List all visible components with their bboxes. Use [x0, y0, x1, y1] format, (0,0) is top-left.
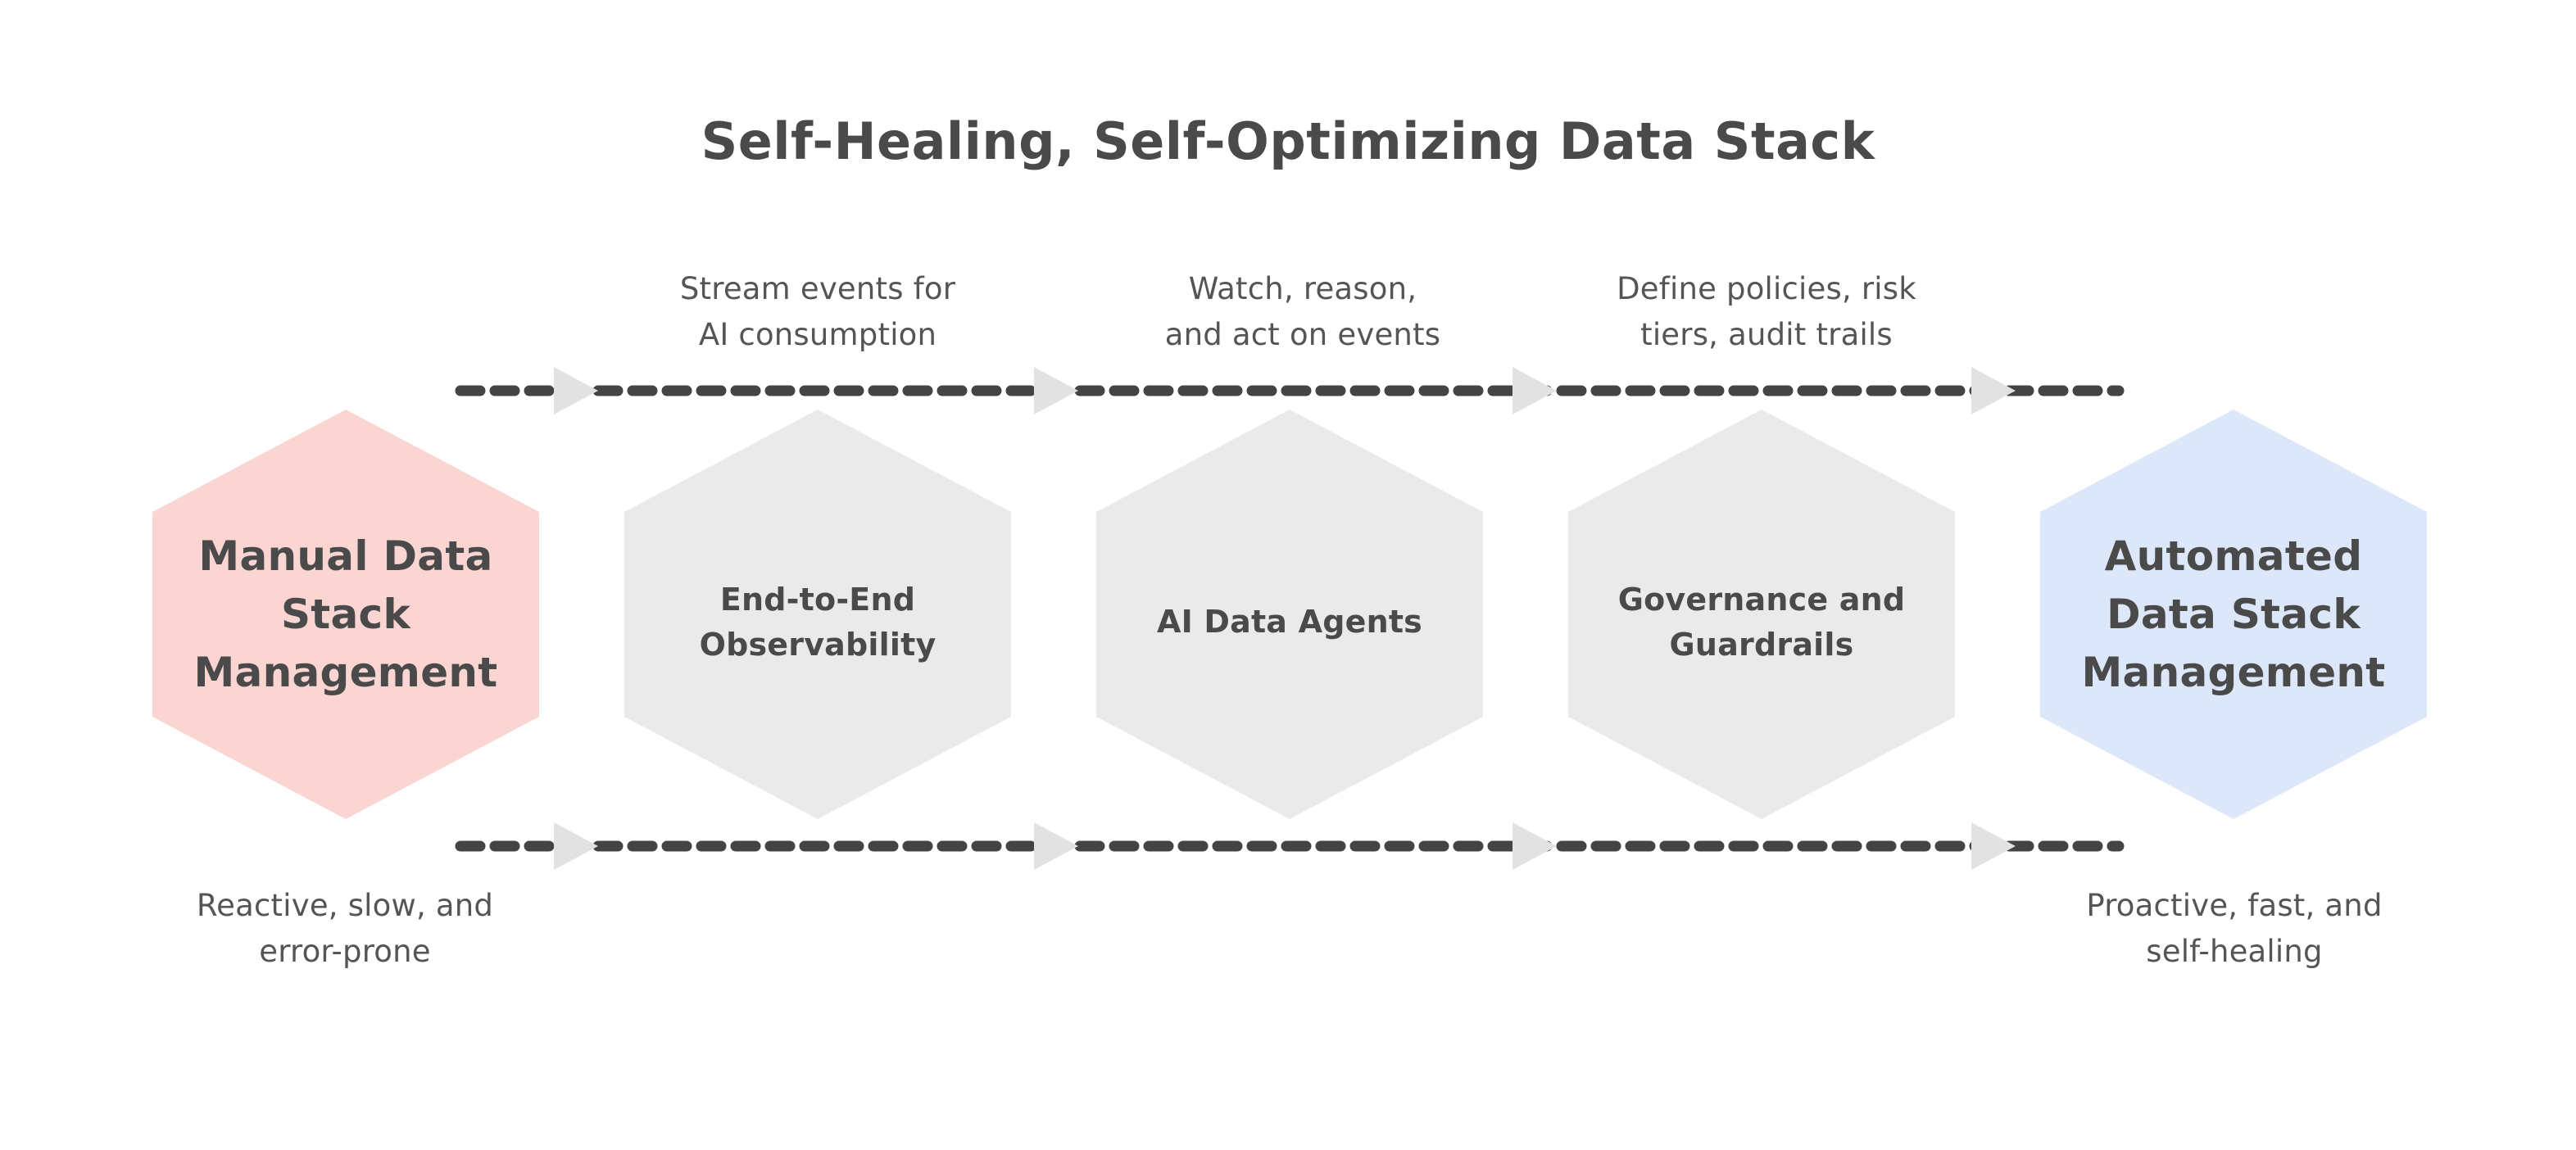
step-note-stream: Stream events for AI consumption	[605, 266, 1031, 357]
top-rail-arrow-2	[1034, 367, 1078, 414]
top-rail-arrow-3	[1512, 367, 1557, 414]
hex-node-manual-line-1: Manual Data	[198, 532, 493, 580]
top-rail-arrow-1	[554, 367, 598, 414]
step-note-stream-line-1: Stream events for	[679, 271, 956, 306]
step-note-governance: Define policies, risk tiers, audit trail…	[1553, 266, 1980, 357]
bottom-rail-arrow-4	[1971, 822, 2016, 870]
end-caption-right: Proactive, fast, and self-healing	[2001, 883, 2468, 974]
step-note-governance-line-1: Define policies, risk	[1617, 271, 1916, 306]
end-caption-left-line-2: error-prone	[259, 933, 431, 969]
hex-node-observability-line-2: Observability	[699, 627, 937, 663]
hex-node-governance[interactable]: Governance and Guardrails	[1568, 410, 1955, 819]
hex-node-observability[interactable]: End-to-End Observability	[624, 410, 1011, 819]
hex-node-automated[interactable]: Automated Data Stack Management	[2040, 410, 2427, 819]
page-title: Self-Healing, Self-Optimizing Data Stack	[701, 111, 1875, 171]
hex-node-automated-line-3: Management	[2081, 648, 2386, 696]
step-note-stream-line-2: AI consumption	[698, 316, 937, 352]
hex-node-manual[interactable]: Manual Data Stack Management	[152, 410, 539, 819]
hex-node-manual-line-2: Stack	[280, 590, 411, 638]
end-caption-right-line-2: self-healing	[2146, 933, 2323, 969]
hex-node-observability-line-1: End-to-End	[719, 581, 916, 618]
hex-node-manual-line-3: Management	[193, 648, 498, 696]
step-note-watch-line-1: Watch, reason,	[1188, 271, 1417, 306]
hex-node-manual-label: Manual Data Stack Management	[152, 527, 539, 702]
bottom-rail-arrow-3	[1512, 822, 1557, 870]
end-caption-left-line-1: Reactive, slow, and	[196, 888, 494, 923]
step-note-watch: Watch, reason, and act on events	[1090, 266, 1516, 357]
hex-node-automated-line-1: Automated	[2104, 532, 2363, 580]
hex-node-automated-label: Automated Data Stack Management	[2040, 527, 2427, 702]
hex-node-ai-agents[interactable]: AI Data Agents	[1096, 410, 1483, 819]
hex-node-automated-line-2: Data Stack	[2107, 590, 2361, 638]
end-caption-left: Reactive, slow, and error-prone	[111, 883, 578, 974]
step-note-governance-line-2: tiers, audit trails	[1640, 316, 1893, 352]
hex-node-governance-line-2: Guardrails	[1669, 627, 1854, 663]
hex-node-governance-label: Governance and Guardrails	[1568, 577, 1955, 668]
top-rail-arrow-4	[1971, 367, 2016, 414]
bottom-rail-arrow-1	[554, 822, 598, 870]
bottom-rail-arrow-2	[1034, 822, 1078, 870]
hex-node-observability-label: End-to-End Observability	[624, 577, 1011, 668]
end-caption-right-line-1: Proactive, fast, and	[2086, 888, 2383, 923]
hex-node-governance-line-1: Governance and	[1617, 581, 1906, 618]
step-note-watch-line-2: and act on events	[1164, 316, 1441, 352]
hex-node-ai-agents-label: AI Data Agents	[1096, 600, 1483, 645]
hex-node-ai-agents-line-1: AI Data Agents	[1156, 604, 1423, 641]
